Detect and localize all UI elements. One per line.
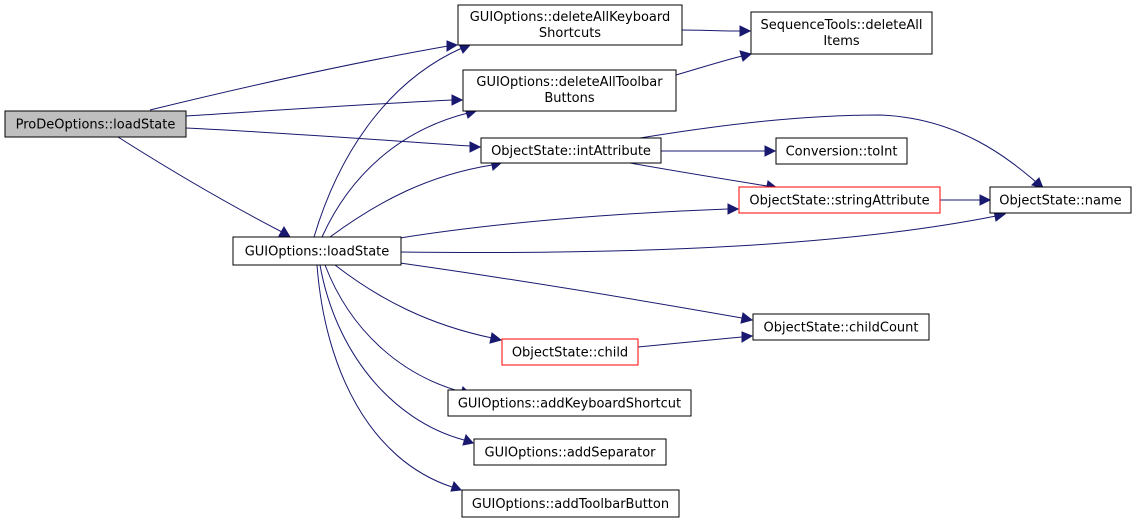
node-gui-deletealltoolbarbuttons[interactable]: GUIOptions::deleteAllToolbar Buttons [462, 69, 677, 112]
node-prode-loadstate[interactable]: ProDeOptions::loadState [4, 110, 187, 138]
node-gui-deletealltoolbarbuttons-line2: Buttons [544, 91, 595, 106]
node-gui-deletealltoolbarbuttons-line1: GUIOptions::deleteAllToolbar [476, 75, 663, 90]
edge-stringattribute-to-name [940, 194, 992, 206]
node-sequencetools-deleteallitems-line1: SequenceTools::deleteAll [761, 18, 923, 33]
node-gui-addkeyboardshortcut[interactable]: GUIOptions::addKeyboardShortcut [447, 389, 692, 417]
node-objectstate-stringattribute-label: ObjectState::stringAttribute [749, 194, 929, 209]
node-objectstate-stringattribute[interactable]: ObjectState::stringAttribute [738, 186, 941, 214]
edge-prode-loadstate-to-deletealltoolbarbuttons [185, 94, 464, 117]
node-gui-deleteallkeyboardshortcuts-line1: GUIOptions::deleteAllKeyboard [470, 10, 671, 25]
edge-child-to-childcount [637, 331, 754, 348]
node-objectstate-child-label: ObjectState::child [512, 346, 628, 361]
node-gui-addseparator[interactable]: GUIOptions::addSeparator [473, 438, 667, 466]
edge-prode-loadstate-to-deleteallkeyboardshortcuts [149, 40, 459, 111]
node-sequencetools-deleteallitems[interactable]: SequenceTools::deleteAll Items [750, 11, 933, 55]
node-gui-loadstate-label: GUIOptions::loadState [245, 245, 390, 260]
node-objectstate-child[interactable]: ObjectState::child [501, 338, 639, 366]
node-objectstate-intattribute[interactable]: ObjectState::intAttribute [480, 137, 662, 164]
node-sequencetools-deleteallitems-line2: Items [823, 34, 860, 49]
node-objectstate-name[interactable]: ObjectState::name [989, 186, 1132, 214]
node-objectstate-childcount-label: ObjectState::childCount [764, 321, 919, 336]
node-gui-addtoolbarbutton[interactable]: GUIOptions::addToolbarButton [461, 489, 680, 518]
node-gui-addtoolbarbutton-label: GUIOptions::addToolbarButton [472, 497, 669, 512]
node-gui-addkeyboardshortcut-label: GUIOptions::addKeyboardShortcut [458, 397, 681, 412]
node-objectstate-name-label: ObjectState::name [999, 194, 1121, 209]
node-conversion-toint[interactable]: Conversion::toInt [775, 137, 908, 165]
node-objectstate-childcount[interactable]: ObjectState::childCount [752, 313, 930, 341]
node-objectstate-intattribute-label: ObjectState::intAttribute [491, 144, 651, 159]
node-conversion-toint-label: Conversion::toInt [786, 145, 898, 160]
edge-gui-loadstate-to-child [334, 264, 503, 344]
node-gui-addseparator-label: GUIOptions::addSeparator [485, 446, 657, 461]
node-gui-deleteallkeyboardshortcuts[interactable]: GUIOptions::deleteAllKeyboard Shortcuts [457, 4, 683, 46]
node-gui-loadstate[interactable]: GUIOptions::loadState [232, 236, 402, 266]
edge-gui-loadstate-to-addseparator [319, 264, 474, 446]
edge-deleteallkeyboardshortcuts-to-deleteallitems [681, 25, 752, 37]
edge-intattribute-to-toint [661, 145, 777, 157]
edge-deletealltoolbarbuttons-to-deleteallitems [675, 50, 753, 76]
edge-gui-loadstate-to-childcount [399, 262, 754, 324]
node-prode-loadstate-label: ProDeOptions::loadState [16, 118, 176, 133]
edge-gui-loadstate-to-addtoolbarbutton [316, 264, 463, 492]
node-gui-deleteallkeyboardshortcuts-line2: Shortcuts [539, 26, 601, 41]
edge-gui-loadstate-to-stringattribute [399, 203, 740, 239]
edge-prode-loadstate-to-intattribute [185, 127, 482, 153]
